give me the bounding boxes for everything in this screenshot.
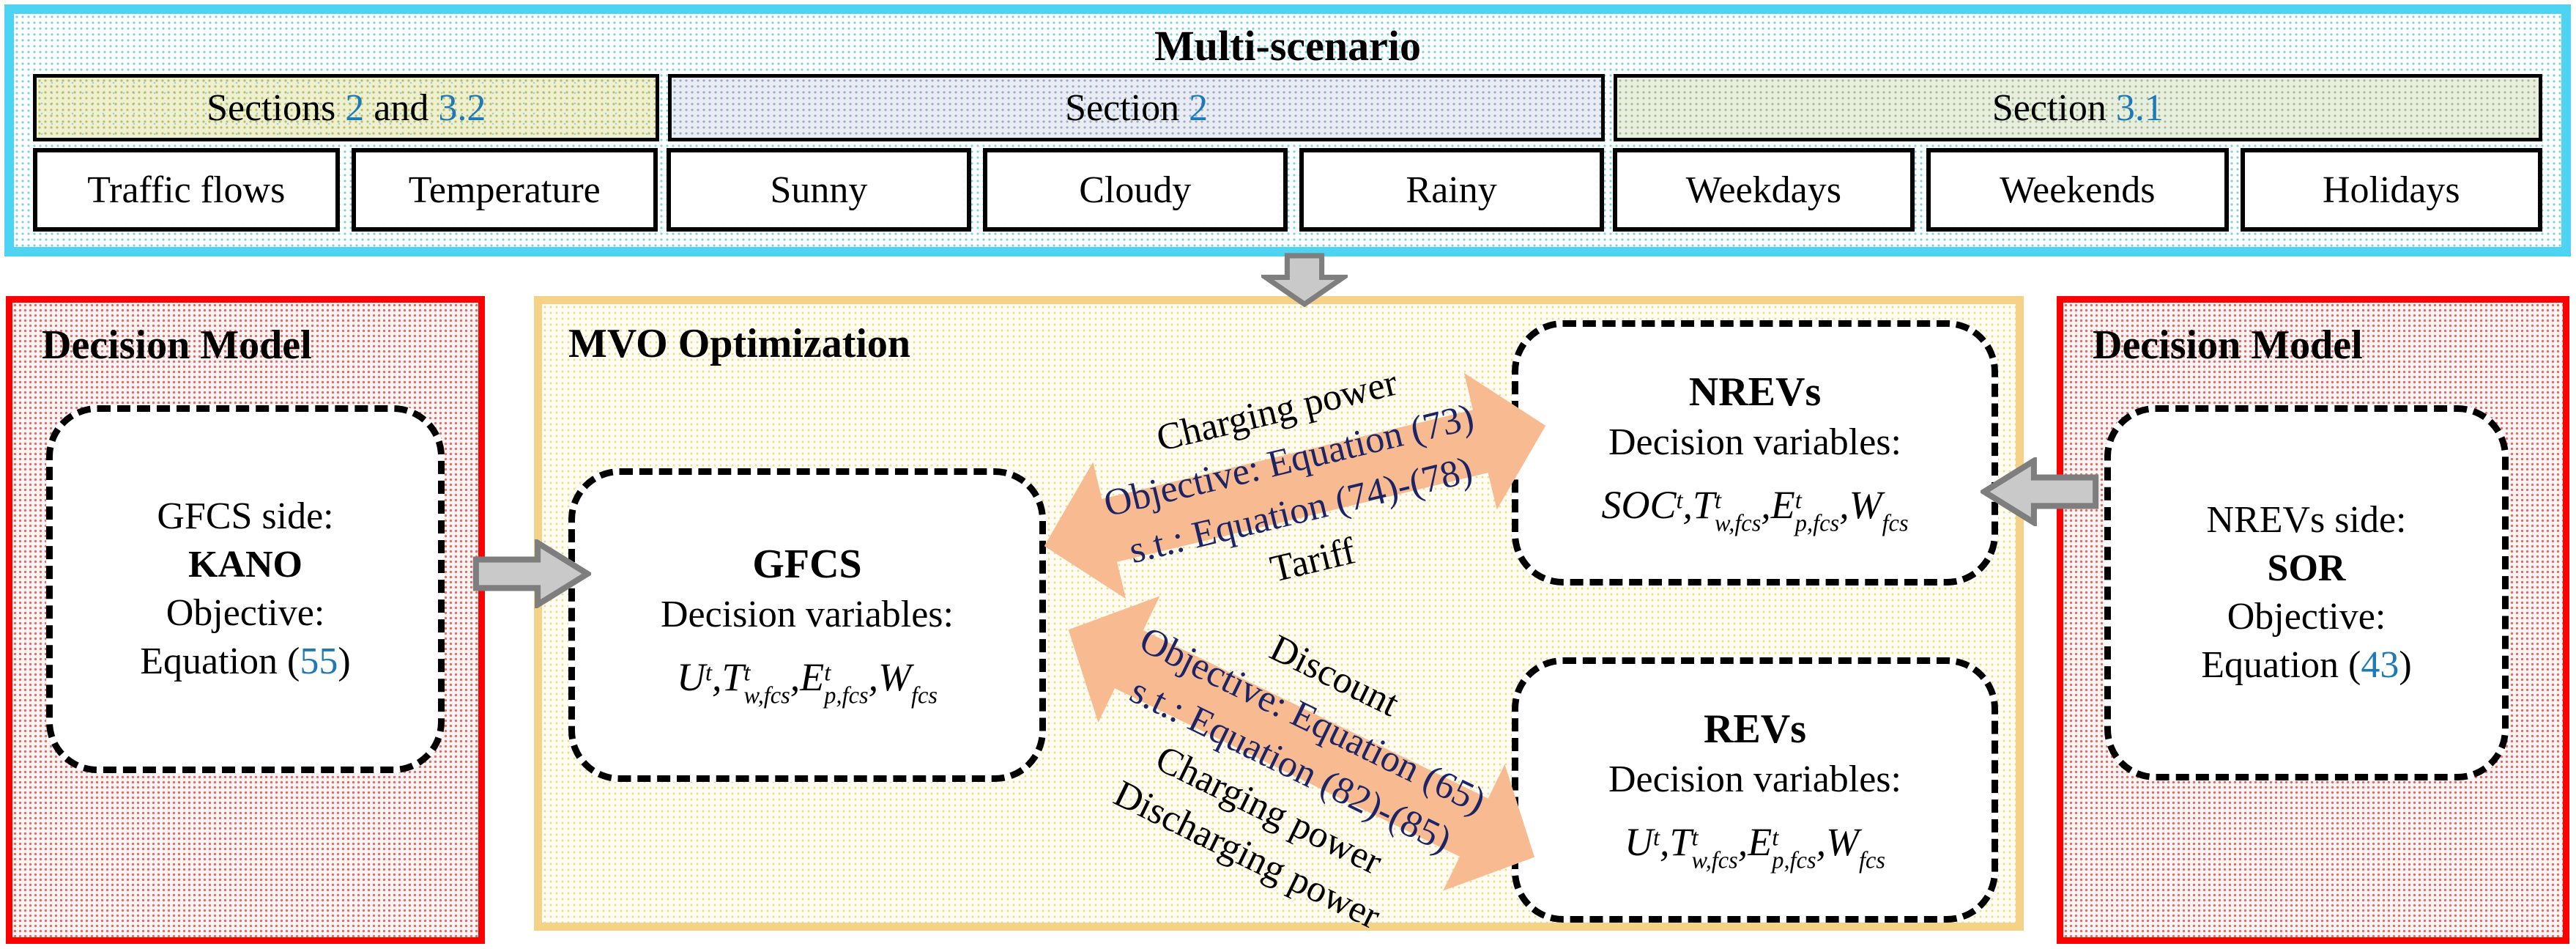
equation-43-reference: Equation (43) bbox=[2201, 644, 2412, 686]
gfcs-variables-box: GFCS Decision variables: Ut​,Ttw,fcs,Etp… bbox=[568, 468, 1046, 782]
scenario-items-group-2: Sunny Cloudy Rainy bbox=[667, 148, 1604, 232]
revs-name: REVs bbox=[1703, 706, 1807, 752]
gfcs-name: GFCS bbox=[752, 542, 862, 587]
banner-title: Multi-scenario bbox=[1154, 21, 1422, 70]
gfcs-side-label: GFCS side: bbox=[157, 495, 334, 537]
scenario-box-rainy: Rainy bbox=[1299, 148, 1604, 232]
scenario-items-group-1: Traffic flows Temperature bbox=[33, 148, 658, 232]
gfcs-subtitle: Decision variables: bbox=[661, 594, 954, 635]
mvo-optimization-panel: MVO Optimization GFCS Decision variables… bbox=[534, 296, 2024, 937]
sor-method-label: SOR bbox=[2267, 547, 2346, 589]
objective-label: Objective: bbox=[2227, 596, 2386, 638]
revs-subtitle: Decision variables: bbox=[1608, 758, 1901, 800]
group-header-label: Section 2 bbox=[1065, 86, 1209, 129]
kano-method-label: KANO bbox=[188, 544, 302, 586]
left-arrow-icon bbox=[1981, 457, 2099, 526]
group-header-label: Sections 2 and 3.2 bbox=[207, 86, 486, 129]
scenario-group-headers: Sections 2 and 3.2 Section 2 Section 3.1 bbox=[33, 74, 2542, 141]
right-decision-model-title: Decision Model bbox=[2093, 322, 2363, 368]
scenario-box-traffic-flows: Traffic flows bbox=[33, 148, 340, 232]
multi-scenario-panel: Multi-scenario Sections 2 and 3.2 Sectio… bbox=[4, 4, 2571, 256]
left-decision-model-title: Decision Model bbox=[42, 322, 312, 368]
right-arrow-icon bbox=[472, 539, 591, 608]
mvo-title: MVO Optimization bbox=[568, 321, 911, 366]
scenario-box-temperature: Temperature bbox=[351, 148, 658, 232]
group-header-sections-2-and-3-2: Sections 2 and 3.2 bbox=[33, 74, 660, 141]
kano-model-box: GFCS side: KANO Objective: Equation (55) bbox=[46, 405, 445, 773]
revs-decision-variables: Ut​,Ttw,fcs,Etp,fcs,W​fcs bbox=[1624, 820, 1886, 874]
scenario-box-cloudy: Cloudy bbox=[982, 148, 1288, 232]
down-arrow-icon bbox=[1261, 253, 1348, 308]
scenario-item-row: Traffic flows Temperature Sunny Cloudy R… bbox=[33, 148, 2543, 232]
nrevs-name: NREVs bbox=[1688, 369, 1822, 415]
scenario-box-sunny: Sunny bbox=[667, 148, 971, 232]
group-header-label: Section 3.1 bbox=[1992, 86, 2164, 129]
scenario-box-weekends: Weekends bbox=[1926, 148, 2229, 232]
scenario-items-group-3: Weekdays Weekends Holidays bbox=[1612, 148, 2543, 232]
equation-55-reference: Equation (55) bbox=[140, 640, 351, 682]
right-decision-model-panel: Decision Model NREVs side: SOR Objective… bbox=[2057, 296, 2569, 944]
scenario-box-holidays: Holidays bbox=[2240, 148, 2543, 232]
nrevs-subtitle: Decision variables: bbox=[1608, 421, 1901, 463]
nrevs-variables-box: NREVs Decision variables: SOCt​,Ttw,fcs,… bbox=[1512, 320, 1998, 586]
gfcs-decision-variables: Ut​,Ttw,fcs,Etp,fcs,W​fcs bbox=[676, 655, 938, 709]
left-decision-model-panel: Decision Model GFCS side: KANO Objective… bbox=[6, 296, 485, 944]
nrevs-side-label: NREVs side: bbox=[2206, 499, 2407, 541]
revs-variables-box: REVs Decision variables: Ut​,Ttw,fcs,Etp… bbox=[1512, 657, 1998, 923]
group-header-section-2: Section 2 bbox=[668, 74, 1605, 141]
sor-model-box: NREVs side: SOR Objective: Equation (43) bbox=[2104, 405, 2509, 780]
group-header-section-3-1: Section 3.1 bbox=[1613, 74, 2542, 141]
scenario-box-weekdays: Weekdays bbox=[1612, 148, 1915, 232]
objective-label: Objective: bbox=[166, 592, 325, 634]
